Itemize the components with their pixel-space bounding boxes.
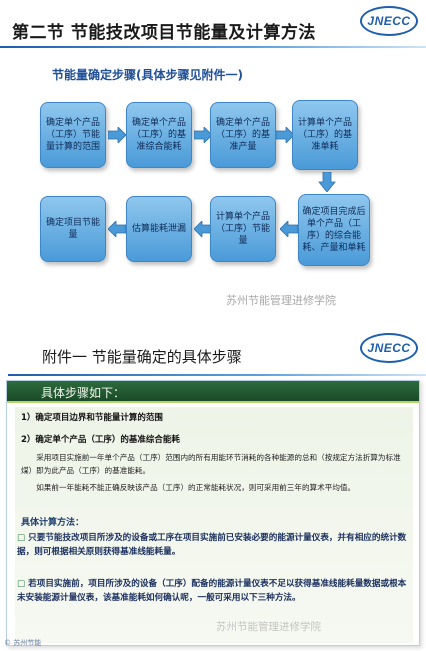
arrow-right-icon	[194, 127, 212, 143]
steps-panel: 具体步骤如下： 1）确定项目边界和节能量计算的范围 2）确定单个产品（工序）的基…	[6, 380, 420, 646]
slide-divider	[0, 312, 426, 324]
slide-2-title: 附件一 节能量确定的具体步骤	[42, 348, 242, 366]
step-box-6: 计算单个产品（工序）节能量	[210, 196, 276, 262]
panel-header: 具体步骤如下：	[7, 381, 419, 403]
watermark: 苏州节能管理进修学院	[226, 294, 336, 307]
arrow-left-icon	[108, 221, 126, 237]
step-item-1: 1）确定项目边界和节能量计算的范围	[21, 413, 163, 423]
square-bullet-icon: □	[17, 533, 26, 543]
step-box-3: 确定单个产品（工序）的基准产量	[210, 102, 276, 168]
title-rule	[0, 46, 426, 48]
paragraph-2: 如果前一年能耗不能正确反映该产品（工序）的正常能耗状况，则可采用前三年的算术平均…	[36, 483, 356, 492]
step-box-4: 计算单个产品（工序）的基准单耗	[292, 100, 358, 170]
jnecc-logo: JNECC	[360, 333, 418, 363]
title-rule	[8, 374, 426, 376]
step-box-1: 确定单个产品（工序）节能量计算的范围	[40, 102, 106, 168]
step-item-2: 2）确定单个产品（工序）的基准综合能耗	[21, 435, 180, 445]
slide-1-title: 第二节 节能技改项目节能量及计算方法	[12, 23, 316, 43]
slide-1-subtitle: 节能量确定步骤(具体步骤见附件一)	[52, 68, 243, 82]
step-box-2: 确定单个产品（工序）的基准综合能耗	[126, 102, 192, 168]
calc-heading: 具体计算方法：	[21, 518, 85, 528]
slide-1: 第二节 节能技改项目节能量及计算方法 JNECC 节能量确定步骤(具体步骤见附件…	[0, 0, 426, 312]
arrow-down-icon	[318, 172, 336, 192]
paragraph-1: 采用项目实施前一年单个产品（工序）范围内的所有用能环节消耗的各种能源的总和（按规…	[21, 453, 401, 475]
footer-mark: © 苏州节能	[4, 639, 42, 647]
arrow-left-icon	[280, 221, 298, 237]
step-box-7: 估算能耗泄漏	[126, 196, 192, 262]
arrow-right-icon	[276, 127, 294, 143]
bullet-1: □ 只要节能技改项目所涉及的设备或工序在项目实施前已安装必要的能源计量仪表，并有…	[17, 533, 407, 557]
panel-body: 1）确定项目边界和节能量计算的范围 2）确定单个产品（工序）的基准综合能耗 采用…	[15, 407, 413, 643]
step-box-8: 确定项目节能量	[40, 196, 106, 262]
watermark: 苏州节能管理进修学院	[216, 621, 321, 633]
arrow-right-icon	[108, 127, 126, 143]
slide-2: 附件一 节能量确定的具体步骤 JNECC 具体步骤如下： 1）确定项目边界和节能…	[0, 324, 426, 651]
square-bullet-icon: □	[17, 579, 26, 589]
step-box-5: 确定项目完成后单个产品（工序）的综合能耗、产量和单耗	[298, 194, 370, 266]
bullet-2: □ 若项目实施前，项目所涉及的设备（工序）配备的能源计量仪表不足以获得基准线能耗…	[17, 579, 407, 603]
jnecc-logo: JNECC	[360, 6, 418, 36]
panel-header-label: 具体步骤如下：	[41, 386, 126, 400]
